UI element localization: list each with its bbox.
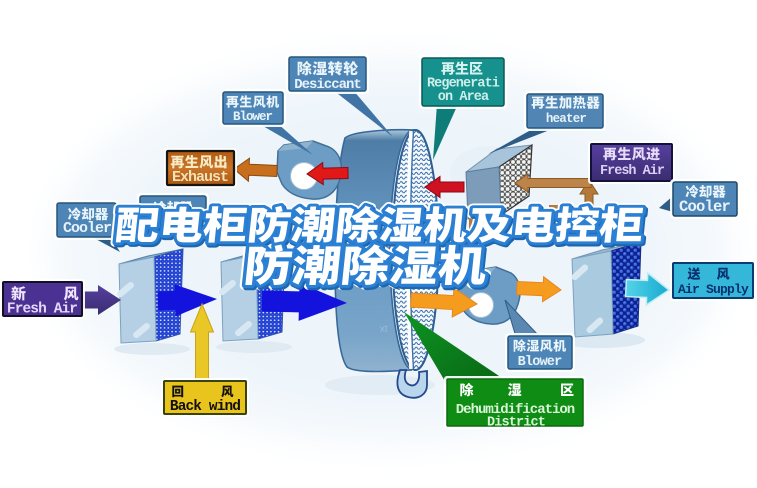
svg-text:Fresh Air: Fresh Air — [600, 164, 665, 179]
svg-text:xt: xt — [379, 323, 388, 335]
svg-text:Exhaust: Exhaust — [172, 169, 228, 186]
svg-text:Cooler: Cooler — [679, 198, 731, 216]
svg-text:Fresh Air: Fresh Air — [7, 302, 77, 318]
svg-text:Desiccant: Desiccant — [294, 77, 361, 93]
svg-text:Regenerati: Regenerati — [427, 77, 500, 92]
svg-text:Air Supply: Air Supply — [678, 282, 749, 297]
svg-text:Cooler: Cooler — [63, 220, 111, 237]
svg-text:Dehumidification: Dehumidification — [456, 402, 575, 418]
svg-text:Blower: Blower — [233, 110, 273, 124]
svg-text:Back wind: Back wind — [170, 399, 240, 415]
svg-text:on Area: on Area — [438, 90, 489, 105]
svg-text:Blower: Blower — [518, 355, 563, 370]
svg-text:District: District — [487, 416, 545, 431]
svg-text:heater: heater — [546, 112, 587, 126]
